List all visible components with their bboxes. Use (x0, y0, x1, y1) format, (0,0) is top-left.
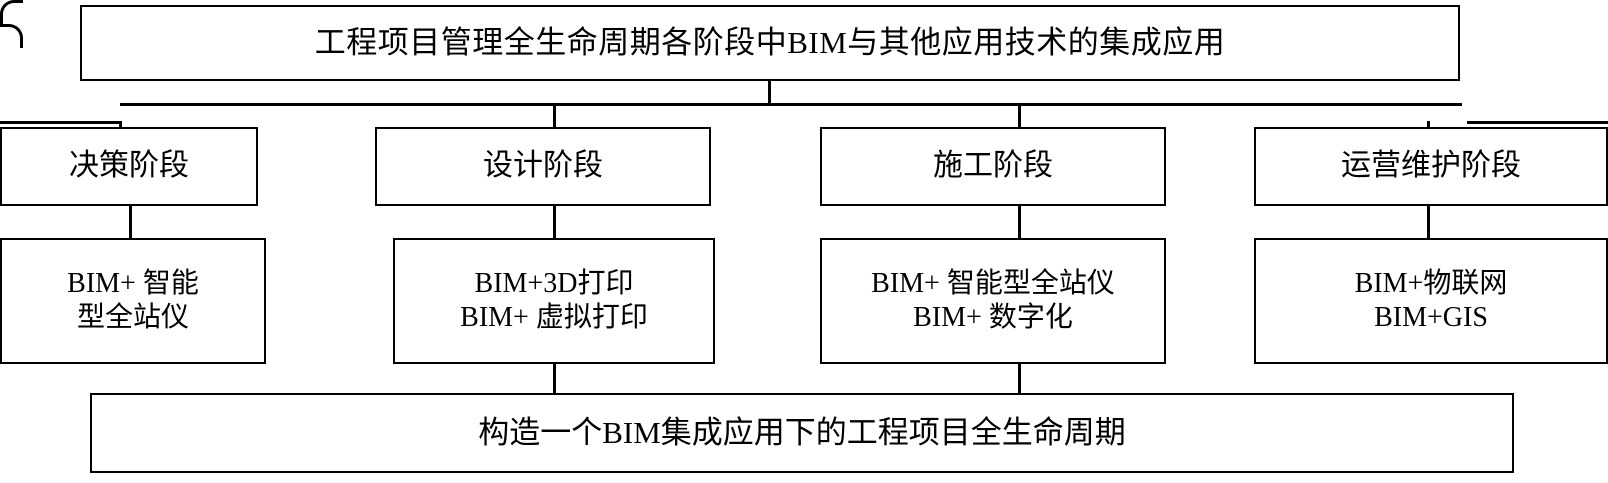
stage-box-decision: 决策阶段 (0, 127, 258, 206)
diagram-outcome-text: 构造一个BIM集成应用下的工程项目全生命周期 (478, 415, 1126, 451)
tech-box-operation-maintenance: BIM+物联网 BIM+GIS (1254, 238, 1608, 364)
stage-label-design: 设计阶段 (483, 149, 603, 183)
connector-stage-tech-2 (553, 204, 556, 240)
connector-stage-tech-3 (1018, 204, 1021, 240)
stage-label-operation-maintenance: 运营维护阶段 (1341, 149, 1521, 183)
connector-bus-right (1467, 121, 1608, 124)
connector-drop-stage-2 (553, 103, 556, 130)
stage-box-design: 设计阶段 (375, 127, 711, 206)
stage-box-construction: 施工阶段 (820, 127, 1166, 206)
tech-box-construction: BIM+ 智能型全站仪 BIM+ 数字化 (820, 238, 1166, 364)
tech-line-operation-1: BIM+物联网 (1354, 267, 1508, 299)
tech-line-design-1: BIM+3D打印 (474, 267, 634, 299)
tech-line-design-2: BIM+ 虚拟打印 (460, 302, 648, 333)
stage-label-construction: 施工阶段 (933, 149, 1053, 183)
tech-line-decision-1: BIM+ 智能 (67, 267, 199, 299)
connector-drop-stage-4 (1427, 121, 1430, 130)
diagram-outcome-box: 构造一个BIM集成应用下的工程项目全生命周期 (90, 393, 1514, 473)
tech-line-construction-1: BIM+ 智能型全站仪 (871, 267, 1115, 299)
stage-box-operation-maintenance: 运营维护阶段 (1254, 127, 1608, 206)
connector-drop-stage-1 (119, 121, 122, 130)
connector-drop-stage-3 (1018, 103, 1021, 130)
tech-line-operation-2: BIM+GIS (1374, 302, 1488, 333)
tech-line-decision-2: 型全站仪 (76, 302, 189, 333)
connector-elbow-left (0, 0, 23, 24)
diagram-title-box: 工程项目管理全生命周期各阶段中BIM与其他应用技术的集成应用 (80, 5, 1460, 81)
connector-distribution-bus (120, 103, 1462, 106)
connector-title-stem (768, 79, 771, 106)
connector-stage-tech-1 (129, 204, 132, 240)
diagram-title-text: 工程项目管理全生命周期各阶段中BIM与其他应用技术的集成应用 (314, 25, 1226, 61)
tech-box-design: BIM+3D打印 BIM+ 虚拟打印 (393, 238, 715, 364)
connector-stage-tech-4 (1427, 204, 1430, 240)
tech-box-decision: BIM+ 智能 型全站仪 (0, 238, 266, 364)
tech-line-construction-2: BIM+ 数字化 (913, 302, 1073, 333)
connector-bus-left (0, 121, 120, 124)
stage-label-decision: 决策阶段 (69, 149, 189, 183)
connector-tech-bottom-2 (553, 362, 556, 395)
connector-elbow-right (0, 24, 23, 48)
connector-tech-bottom-3 (1018, 362, 1021, 395)
